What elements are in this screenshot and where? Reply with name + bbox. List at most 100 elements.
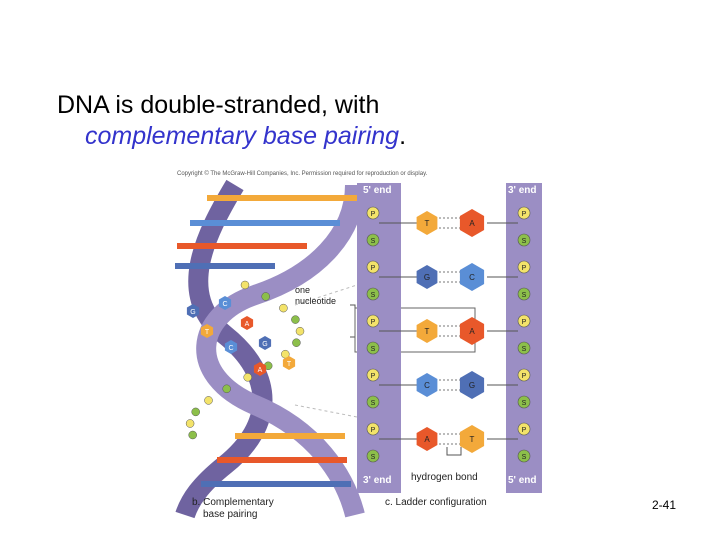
sugar-label: S	[522, 238, 527, 245]
base-label: C	[424, 381, 430, 390]
sugar-unit	[517, 395, 531, 409]
phosphate-label: P	[371, 373, 376, 380]
phosphate-unit	[517, 422, 531, 436]
nucleotide-bracket	[350, 304, 356, 338]
label-3-end-bottom: 3' end	[363, 475, 392, 486]
sugar-label: S	[522, 346, 527, 353]
base-A	[459, 317, 485, 345]
phosphate-unit	[279, 303, 288, 313]
sugar-unit	[366, 395, 380, 409]
base-A	[416, 427, 438, 451]
helix-rungs	[175, 195, 357, 487]
phosphate-unit	[204, 396, 213, 405]
phosphate-unit	[366, 206, 380, 220]
sugar-unit	[292, 338, 301, 347]
sugar-unit	[222, 384, 231, 394]
helix-base-A	[253, 362, 267, 376]
ladder-left-backbone	[357, 183, 401, 493]
helix-rung	[175, 263, 275, 269]
sugar-label: S	[522, 292, 527, 299]
helix-base-A	[240, 316, 254, 330]
helix-base-label: C	[228, 345, 233, 352]
slide-title: DNA is double-stranded, with complementa…	[57, 90, 677, 152]
helix-base-T	[282, 356, 296, 370]
phosphate-unit	[366, 260, 380, 274]
phosphate-unit	[517, 314, 531, 328]
sugar-unit	[366, 341, 380, 355]
phosphate-label: P	[522, 265, 527, 272]
sugar-label: S	[522, 400, 527, 407]
base-label: G	[469, 381, 475, 390]
sugar-label: S	[371, 238, 376, 245]
title-emphasis: complementary base pairing	[85, 122, 400, 150]
sugar-unit	[291, 315, 300, 324]
helix-backbone-units	[185, 280, 305, 440]
phosphate-label: P	[371, 211, 376, 218]
base-T	[459, 425, 485, 453]
title-line-2: complementary base pairing.	[57, 121, 677, 152]
sugar-label: S	[371, 346, 376, 353]
helix-rung	[177, 243, 307, 249]
phosphate-unit	[366, 368, 380, 382]
sugar-unit	[191, 407, 200, 417]
sugar-unit	[517, 449, 531, 463]
base-label: A	[424, 435, 430, 444]
phosphate-label: P	[522, 373, 527, 380]
base-label: A	[469, 219, 475, 228]
base-T	[416, 211, 438, 235]
helix-base-label: G	[262, 341, 267, 348]
helix-rung	[190, 220, 340, 226]
phosphate-unit	[517, 368, 531, 382]
base-G	[459, 371, 485, 399]
caption-c: c. Ladder configuration	[385, 497, 487, 508]
base-C	[416, 373, 438, 397]
phosphate-label: P	[371, 427, 376, 434]
sugar-unit	[261, 292, 270, 301]
ladder-right-backbone	[506, 183, 542, 493]
sugar-unit	[366, 449, 380, 463]
sugar-unit	[517, 233, 531, 247]
one-nucleotide-label-2: nucleotide	[295, 296, 336, 306]
sugar-unit	[517, 287, 531, 301]
phosphate-unit	[295, 326, 305, 336]
phosphate-label: P	[371, 319, 376, 326]
caption-b-line2: base pairing	[203, 509, 257, 520]
sugar-label: S	[371, 292, 376, 299]
base-G	[416, 265, 438, 289]
base-label: C	[469, 273, 475, 282]
phosphate-unit	[243, 373, 252, 382]
helix-base-G	[186, 304, 200, 318]
sugar-unit	[188, 430, 197, 440]
helix-rung	[217, 457, 347, 463]
base-label: T	[425, 327, 430, 336]
base-C	[459, 263, 485, 291]
helix-base-G	[258, 336, 272, 350]
caption-b-line1: b. Complementary	[192, 497, 274, 508]
base-T	[416, 319, 438, 343]
phosphate-label: P	[522, 319, 527, 326]
phosphate-unit	[366, 422, 380, 436]
label-5-end-bottom: 5' end	[508, 475, 537, 486]
hydrogen-bond-label: hydrogen bond	[411, 472, 478, 483]
hydrogen-bond-bracket	[446, 447, 462, 456]
helix-base-label: A	[258, 367, 263, 374]
phosphate-label: P	[522, 211, 527, 218]
base-label: T	[470, 435, 475, 444]
one-nucleotide-label-1: one	[295, 285, 310, 295]
sugar-label: S	[371, 454, 376, 461]
copyright-note: Copyright © The McGraw-Hill Companies, I…	[177, 170, 428, 177]
base-A	[459, 209, 485, 237]
helix-base-T	[200, 324, 214, 338]
base-label: A	[469, 327, 475, 336]
label-5-end-top: 5' end	[363, 185, 392, 196]
phosphate-label: P	[522, 427, 527, 434]
helix-base-label: T	[287, 361, 292, 368]
slide-number: 2-41	[651, 498, 676, 512]
phosphate-unit	[517, 206, 531, 220]
sugar-label: S	[371, 400, 376, 407]
